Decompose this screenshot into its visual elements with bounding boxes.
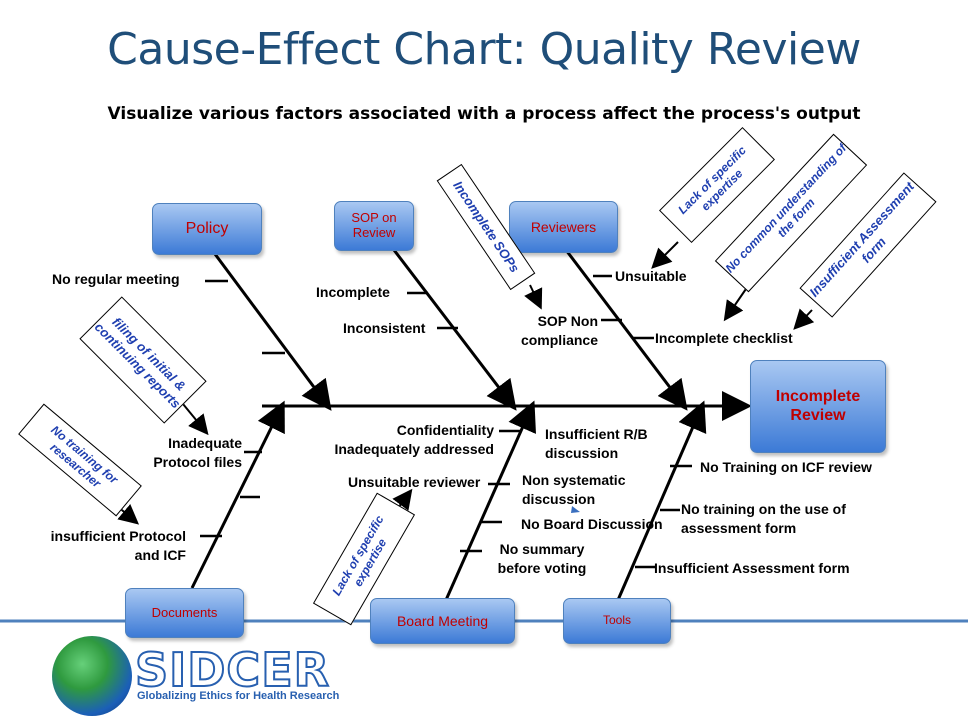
cause-no-regular-meeting: No regular meeting xyxy=(52,271,180,287)
cause-incomplete: Incomplete xyxy=(316,284,390,300)
cause-no-board-discussion: No Board Discussion xyxy=(521,516,663,532)
cause-inconsistent: Inconsistent xyxy=(343,320,426,336)
cause-no-summary-before-voting: No summary before voting xyxy=(497,541,587,576)
logo-wordmark: SIDCER xyxy=(134,642,331,698)
category-sop-on-review: SOP on Review xyxy=(334,201,414,251)
category-reviewers: Reviewers xyxy=(509,201,618,253)
category-policy: Policy xyxy=(152,203,262,255)
logo-tagline: Globalizing Ethics for Health Research xyxy=(137,690,340,702)
bone-board xyxy=(444,400,536,601)
bone-policy xyxy=(210,249,332,411)
cause-insufficient-protocol-icf: insufficient Protocol and ICF xyxy=(50,528,186,563)
cause-inadequate-protocol-files: Inadequate Protocol files xyxy=(153,435,242,470)
cause-incomplete-checklist: Incomplete checklist xyxy=(655,330,793,346)
page-title: Cause-Effect Chart: Quality Review xyxy=(107,24,861,75)
category-documents: Documents xyxy=(125,588,244,638)
globe-logo-icon xyxy=(52,636,132,716)
cause-no-training-assessment-form: No training on the use of assessment for… xyxy=(681,501,846,536)
cause-insufficient-assessment-form: Insufficient Assessment form xyxy=(654,560,850,576)
bone-documents xyxy=(190,400,285,589)
bone-tools xyxy=(616,400,707,601)
effect-box: Incomplete Review xyxy=(750,360,886,453)
page-subtitle: Visualize various factors associated wit… xyxy=(107,104,861,124)
cause-no-training-icf-review: No Training on ICF review xyxy=(700,459,872,475)
cause-sop-non-compliance: SOP Non compliance xyxy=(520,313,598,348)
cause-unsuitable: Unsuitable xyxy=(615,268,687,284)
category-tools: Tools xyxy=(563,598,671,644)
cause-unsuitable-reviewer: Unsuitable reviewer xyxy=(348,474,481,490)
cause-non-systematic-discussion: Non systematic discussion xyxy=(522,472,626,507)
cause-insufficient-rb-discussion: Insufficient R/B discussion xyxy=(545,426,648,461)
category-board-meeting: Board Meeting xyxy=(370,598,515,644)
cause-confidentiality: Confidentiality Inadequately addressed xyxy=(334,422,494,457)
bone-reviewers xyxy=(564,249,688,411)
